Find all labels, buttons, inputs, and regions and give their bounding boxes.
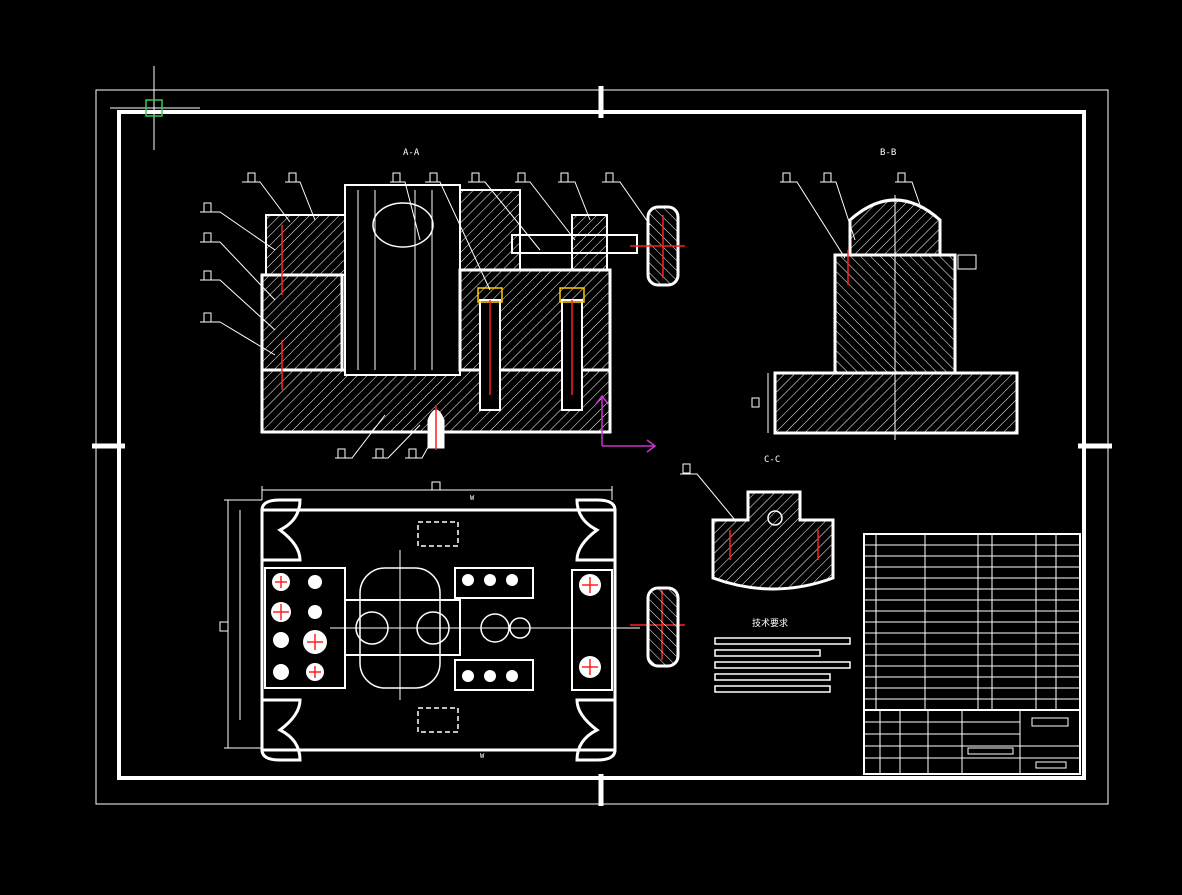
plan-view[interactable]: W W <box>219 481 685 762</box>
section-title-c: C-C <box>764 455 780 465</box>
drawing-border <box>92 86 1112 806</box>
section-title-a: A-A <box>403 148 420 158</box>
title-block[interactable] <box>863 533 1081 775</box>
ucs-axis-icon <box>595 394 657 453</box>
section-view-c[interactable] <box>680 463 835 591</box>
section-title-b: B-B <box>880 148 896 158</box>
technical-notes[interactable]: 技术要求 <box>714 617 851 693</box>
dim-bottom-mark: W <box>480 752 485 760</box>
dim-width-mark: W <box>470 494 475 502</box>
crosshair-cursor-icon <box>110 66 200 150</box>
notes-title: 技术要求 <box>752 617 788 629</box>
section-view-a[interactable] <box>200 172 685 459</box>
section-view-b[interactable] <box>751 172 1019 440</box>
